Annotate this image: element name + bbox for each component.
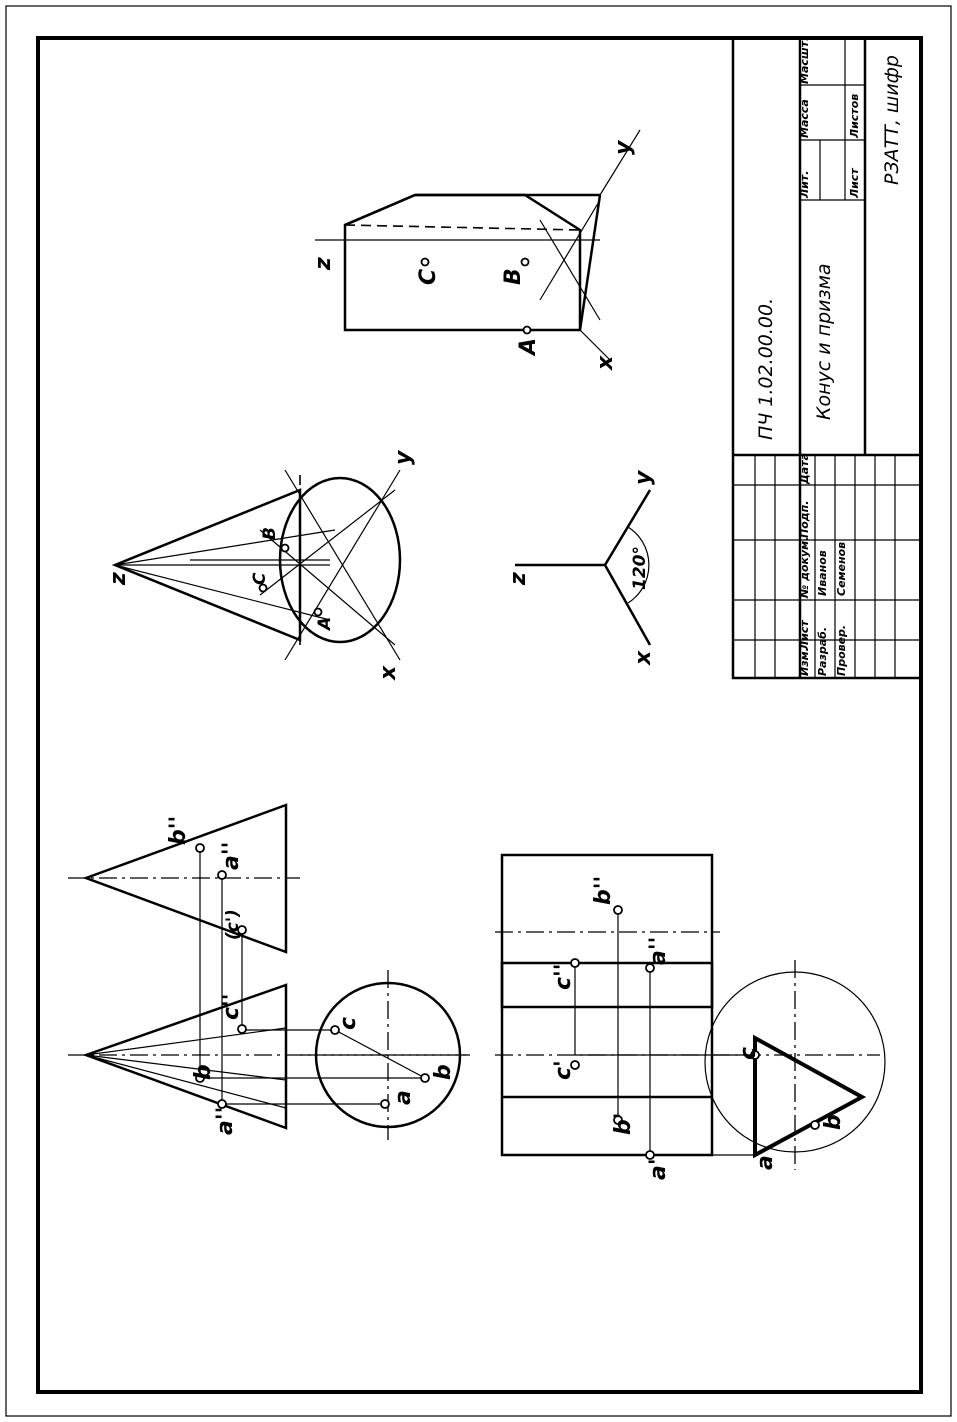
hdr-lit: Лит. <box>798 171 811 199</box>
label-prism-a2: a'' <box>646 937 671 965</box>
label-cone-iso-C: C <box>250 572 270 585</box>
hdr-list: Лист <box>798 620 811 651</box>
label-prism-a1: a' <box>646 1158 671 1180</box>
label-cone-iso-A: A <box>315 617 335 632</box>
prism-projections: a' b' c' c'' a'' b'' a b c <box>495 853 886 1180</box>
label-cone-iso-x: x <box>376 665 401 681</box>
hdr-mass: Масса <box>798 99 811 138</box>
label-prism-iso-y: y <box>611 139 636 155</box>
label-axes-z: z <box>506 572 531 586</box>
inner-frame <box>36 36 923 1394</box>
row-prover-name: Семенов <box>835 542 848 596</box>
label-cone-c3: (c') <box>223 909 243 940</box>
row-prover-role: Провер. <box>835 625 848 676</box>
label-prism-c: c <box>736 1047 761 1060</box>
prism-front-view <box>500 961 714 1157</box>
label-prism-iso-x: x <box>593 355 618 371</box>
hdr-sheet: Лист <box>848 168 861 199</box>
cone-isometric: z x y A B C <box>106 449 416 681</box>
label-cone-a2: a'' <box>213 1107 238 1135</box>
outer-frame <box>5 5 952 1417</box>
label-prism-iso-C: C <box>416 269 441 285</box>
label-prism-b2: b'' <box>591 876 616 905</box>
organization: РЗАТТ, шифр <box>881 55 903 185</box>
label-cone-iso-B: B <box>260 527 280 540</box>
hdr-sheets: Листов <box>848 94 861 139</box>
label-cone-iso-z: z <box>106 572 131 586</box>
prism-side-view <box>500 853 714 1009</box>
label-cone-b: b <box>431 1064 456 1080</box>
label-axes-angle: 120° <box>630 546 650 590</box>
title-block: ПЧ 1.02.00.00. Конус и призма РЗАТТ, шиф… <box>731 36 923 680</box>
label-axes-x: x <box>631 650 656 666</box>
cone-projections: a'' b c'' b'' a'' (c') a b c <box>68 803 470 1140</box>
label-cone-a: a <box>391 1090 416 1105</box>
label-cone-b3: b'' <box>166 816 191 845</box>
row-razrab-role: Разраб. <box>816 627 829 676</box>
label-prism-b: b <box>821 1114 846 1130</box>
label-cone-c: c <box>336 1017 361 1030</box>
label-prism-a: a <box>753 1155 778 1170</box>
label-prism-c2: c'' <box>551 963 576 990</box>
cone-side-view <box>82 803 288 954</box>
prism-top-triangle <box>753 1034 867 1159</box>
label-axes-y: y <box>631 469 656 485</box>
hdr-podp: Подп. <box>798 501 811 538</box>
cone-front-view <box>82 983 288 1130</box>
hdr-izm: Изм. <box>798 647 811 676</box>
row-razrab-name: Иванов <box>816 550 829 596</box>
label-prism-iso-z: z <box>311 257 336 271</box>
prism-isometric: z x y A B C <box>311 129 641 371</box>
hdr-date: Дата <box>798 453 811 485</box>
label-cone-c2: c'' <box>219 993 244 1020</box>
hdr-scale: Масшт. <box>798 37 811 84</box>
drawing-designation: ПЧ 1.02.00.00. <box>755 298 777 440</box>
label-prism-b1: b' <box>611 1113 636 1135</box>
label-prism-iso-B: B <box>501 268 526 285</box>
drawing-name: Конус и призма <box>813 263 835 420</box>
label-prism-c1: c' <box>551 1060 576 1080</box>
label-cone-a3: a'' <box>219 842 244 870</box>
label-prism-iso-A: A <box>516 338 541 357</box>
label-cone-iso-y: y <box>391 449 416 465</box>
hdr-docnum: № докум. <box>798 537 811 599</box>
label-cone-b2: b <box>191 1064 216 1080</box>
isometric-axes: z x y 120° <box>506 469 656 666</box>
